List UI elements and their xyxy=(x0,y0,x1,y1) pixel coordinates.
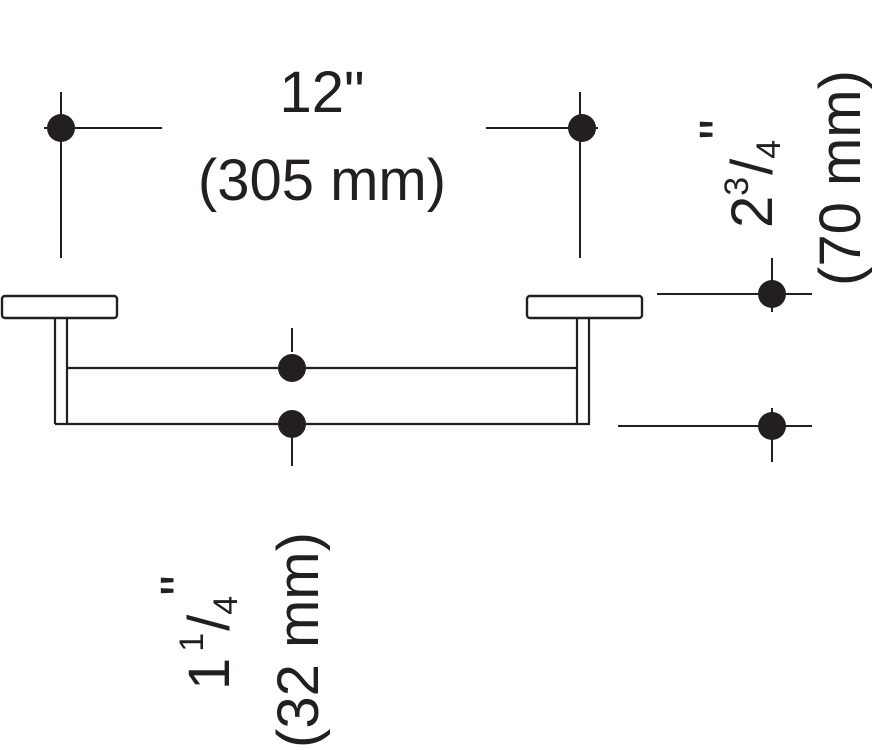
width-dimension: 12" (305 mm) xyxy=(44,60,598,258)
depth-numerator: 3 xyxy=(718,177,756,196)
depth-metric-label: (70 mm) xyxy=(808,70,873,286)
depth-dimension: 23 /4" (70 mm) xyxy=(618,70,873,462)
diameter-terminator-lower xyxy=(278,410,306,438)
depth-whole: 2 xyxy=(720,196,785,228)
depth-inch-mark: " xyxy=(688,119,753,140)
diameter-metric-label: (32 mm) xyxy=(266,532,331,748)
depth-slash: / xyxy=(720,158,785,175)
towel-bar-outline xyxy=(0,294,644,426)
left-wall-flange xyxy=(0,294,119,320)
diameter-label-group: 1 1 /4" xyxy=(149,575,245,690)
depth-label-group: 23 /4" xyxy=(688,119,788,228)
depth-terminator-lower xyxy=(758,412,786,440)
diameter-numerator: 1 xyxy=(173,633,211,652)
depth-denominator: 4 xyxy=(750,140,788,159)
diameter-imperial-label: 1 1 /4" xyxy=(149,575,245,690)
width-metric-label: (305 mm) xyxy=(198,148,446,213)
diameter-terminator-upper xyxy=(278,354,306,382)
diameter-slash: / xyxy=(177,614,242,631)
width-imperial-label: 12" xyxy=(279,60,364,125)
diameter-denominator: 4 xyxy=(207,596,245,615)
diameter-inch-mark: " xyxy=(149,575,214,596)
right-wall-flange xyxy=(525,294,644,320)
diameter-whole: 1 xyxy=(177,658,242,690)
depth-imperial-label: 23 /4" xyxy=(688,119,788,228)
depth-terminator-upper xyxy=(758,280,786,308)
diameter-dimension xyxy=(278,328,306,466)
width-terminator-left xyxy=(47,114,75,142)
width-terminator-right xyxy=(568,114,596,142)
